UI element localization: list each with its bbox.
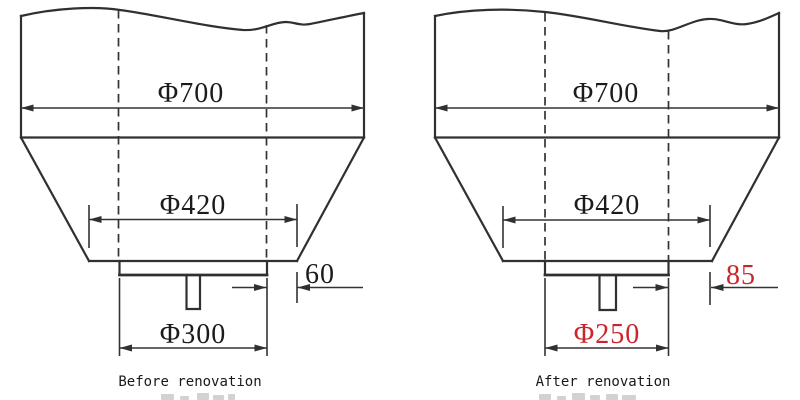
after-dim-outlet-diameter: Φ250 bbox=[544, 278, 670, 356]
after-caption: After renovation bbox=[536, 374, 671, 390]
after-hopper-diagram: Φ700 Φ420 Φ250 85 After renovation bbox=[433, 8, 781, 400]
before-dim-top-diameter: Φ700 bbox=[21, 78, 364, 112]
after-dim-offset-label: 85 bbox=[726, 260, 756, 291]
before-cone-left-slant bbox=[19, 136, 91, 263]
after-cropped-caption-marks bbox=[539, 393, 636, 400]
after-spout-tube bbox=[598, 274, 618, 312]
before-caption: Before renovation bbox=[118, 374, 261, 390]
before-cropped-caption-marks bbox=[161, 393, 235, 400]
before-cone-right-slant bbox=[295, 136, 366, 263]
after-dim-edge-offset: 85 bbox=[633, 260, 778, 305]
before-dim-edge-offset: 60 bbox=[232, 259, 363, 303]
before-dim-top-label: Φ700 bbox=[158, 78, 224, 109]
before-hopper-diagram: Φ700 Φ420 Φ300 60 Before renovation bbox=[19, 6, 366, 400]
after-dim-mid-label: Φ420 bbox=[574, 190, 640, 221]
after-cone-right-slant bbox=[710, 136, 781, 263]
before-dim-outlet-diameter: Φ300 bbox=[118, 278, 268, 356]
after-dim-top-diameter: Φ700 bbox=[435, 78, 779, 112]
before-top-break-wave bbox=[19, 6, 366, 32]
before-spout-tube bbox=[185, 274, 202, 311]
after-dim-top-label: Φ700 bbox=[573, 78, 639, 109]
before-dim-mid-diameter: Φ420 bbox=[88, 190, 298, 248]
before-dim-mid-label: Φ420 bbox=[160, 190, 226, 221]
before-dim-offset-label: 60 bbox=[305, 259, 335, 290]
after-top-break-wave bbox=[433, 8, 781, 33]
after-dim-mid-diameter: Φ420 bbox=[502, 190, 711, 248]
before-dim-outlet-label: Φ300 bbox=[160, 319, 226, 350]
after-cone-left-slant bbox=[433, 136, 505, 263]
after-dim-outlet-label: Φ250 bbox=[574, 319, 640, 350]
